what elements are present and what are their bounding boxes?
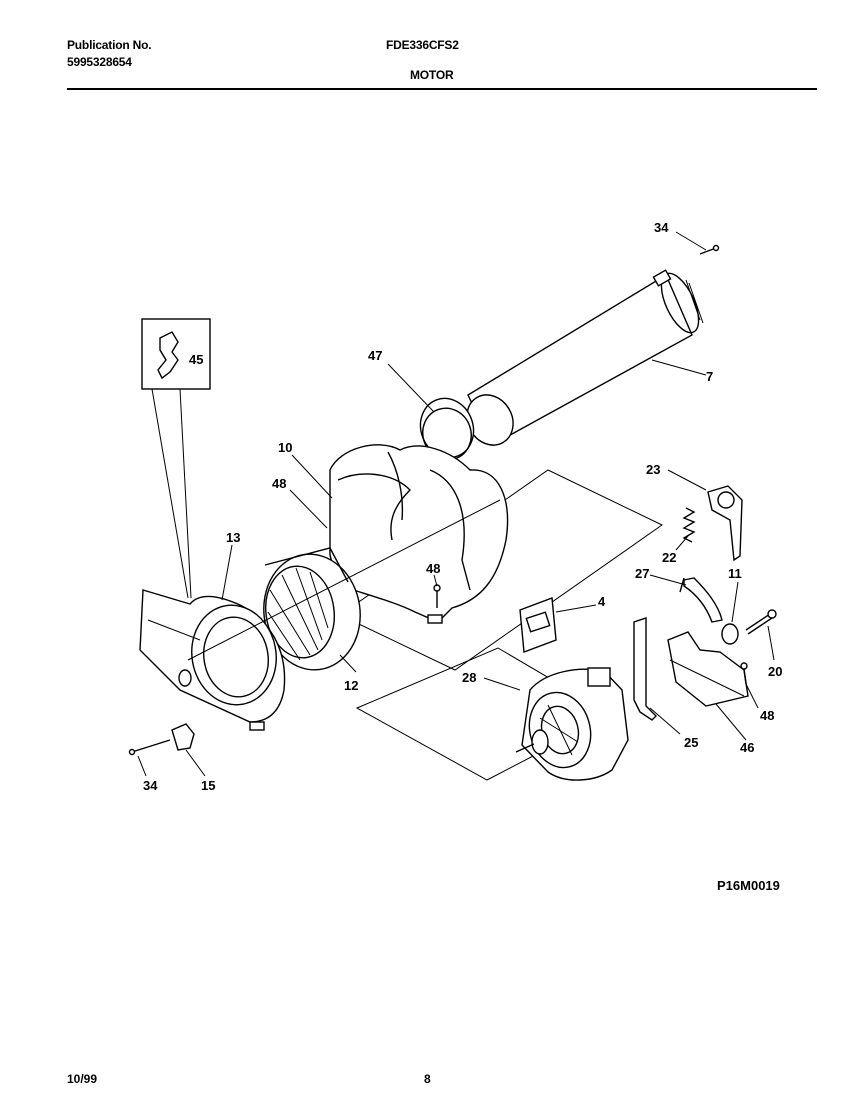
thermostat-23-part [707, 485, 743, 562]
callout-22: 22 [662, 550, 676, 565]
blower-housing-part [329, 444, 509, 624]
clip-45-inset [141, 318, 211, 599]
idler-pulley-11-part [721, 623, 739, 645]
callout-10: 10 [278, 440, 292, 455]
duct-seal-ring-part [419, 397, 475, 461]
callout-15: 15 [201, 778, 215, 793]
leader-lines [137, 231, 775, 777]
callout-28: 28 [462, 670, 476, 685]
header-rule [67, 88, 817, 90]
drive-motor-part [515, 667, 629, 781]
callout-34-bottom: 34 [143, 778, 158, 793]
screw-34-top-part [699, 244, 720, 255]
screw-34-bottom-part [128, 739, 171, 756]
motor-mount-bracket-part [633, 617, 749, 721]
callout-20: 20 [768, 664, 782, 679]
blower-wheel-part [263, 547, 361, 671]
callout-7: 7 [706, 369, 713, 384]
callout-23: 23 [646, 462, 660, 477]
motor-bracket-plate-part [519, 597, 557, 653]
footer-date: 10/99 [67, 1072, 98, 1086]
callout-47: 47 [368, 348, 382, 363]
publication-number: 5995328654 [67, 55, 132, 69]
blower-cover-part [139, 589, 286, 731]
callout-11: 11 [728, 566, 742, 581]
callout-4: 4 [598, 594, 606, 609]
callout-13: 13 [226, 530, 240, 545]
diagram-reference-code: P16M0019 [717, 878, 780, 893]
exhaust-duct-part [466, 269, 704, 446]
section-title: MOTOR [410, 68, 454, 82]
spring-22-part [682, 507, 696, 543]
clip-15-part [171, 723, 195, 751]
callout-48-right: 48 [760, 708, 774, 723]
callout-48-mid: 48 [426, 561, 440, 576]
assembly-center-line [187, 499, 501, 661]
callout-46: 46 [740, 740, 754, 755]
callout-48-left: 48 [272, 476, 286, 491]
callout-34-top: 34 [654, 220, 669, 235]
callout-27: 27 [635, 566, 649, 581]
publication-label: Publication No. [67, 38, 152, 52]
bolt-20-part [745, 609, 777, 635]
model-number: FDE336CFS2 [386, 38, 459, 52]
callout-25: 25 [684, 735, 698, 750]
idler-arm-27-part [679, 577, 723, 623]
callout-45: 45 [189, 352, 203, 367]
screw-48-right-part [740, 662, 748, 685]
screw-48-mid-part [433, 584, 441, 608]
footer-page-number: 8 [424, 1072, 431, 1086]
callout-12: 12 [344, 678, 358, 693]
